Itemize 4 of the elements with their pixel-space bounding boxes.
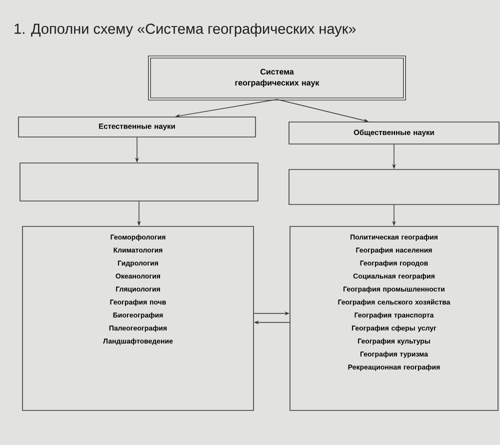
task-heading: 1. Дополни схему «Система географических наук»	[14, 23, 356, 37]
blank-box	[20, 162, 258, 202]
blank-box	[288, 169, 500, 205]
title-box: Система географических наук	[148, 56, 406, 100]
